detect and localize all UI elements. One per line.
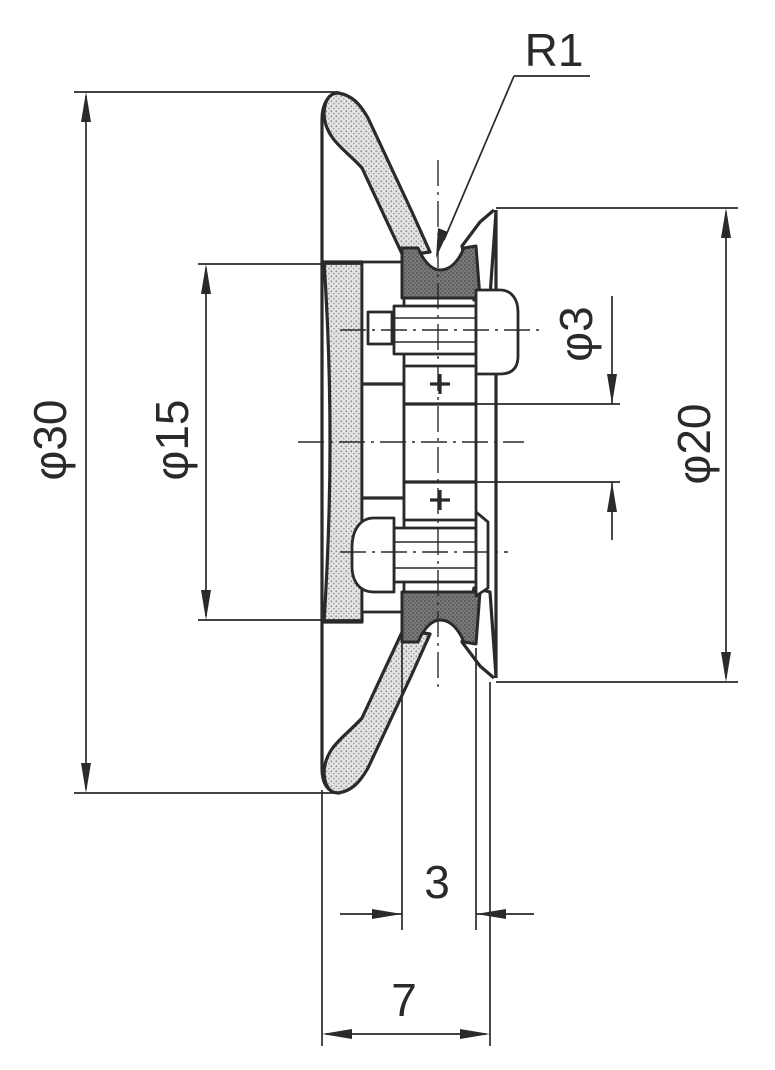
upper-cap-nut — [474, 288, 520, 376]
upper-screw-socket — [366, 310, 394, 346]
phi20-label: φ20 — [668, 404, 720, 485]
upper-v-arm — [322, 91, 432, 258]
groove-width-label: 3 — [424, 856, 450, 908]
phi30-label: φ30 — [24, 400, 76, 481]
total-width-label: 7 — [391, 974, 417, 1026]
dimension-total-width: 7 — [321, 682, 491, 1046]
r1-label: R1 — [525, 24, 584, 76]
bore-step — [362, 382, 404, 500]
radius-leader: R1 — [436, 24, 590, 258]
phi3-label: φ3 — [550, 306, 602, 361]
lower-screw-head — [350, 516, 396, 594]
phi15-label: φ15 — [146, 400, 198, 481]
dimension-phi15: φ15 — [146, 263, 362, 621]
bearing-assembly — [350, 244, 520, 646]
groove-insert-upper — [400, 244, 482, 300]
dimension-phi3: φ3 — [476, 296, 620, 540]
groove-insert-lower — [400, 590, 482, 646]
race-plus-marks — [430, 374, 450, 510]
dimension-groove-width: 3 — [340, 640, 534, 930]
dimension-phi20: φ20 — [496, 207, 738, 683]
dimension-phi30: φ30 — [24, 91, 338, 794]
lower-v-arm — [322, 628, 432, 795]
lower-nut — [474, 510, 490, 598]
lower-screw-shank — [392, 526, 478, 584]
